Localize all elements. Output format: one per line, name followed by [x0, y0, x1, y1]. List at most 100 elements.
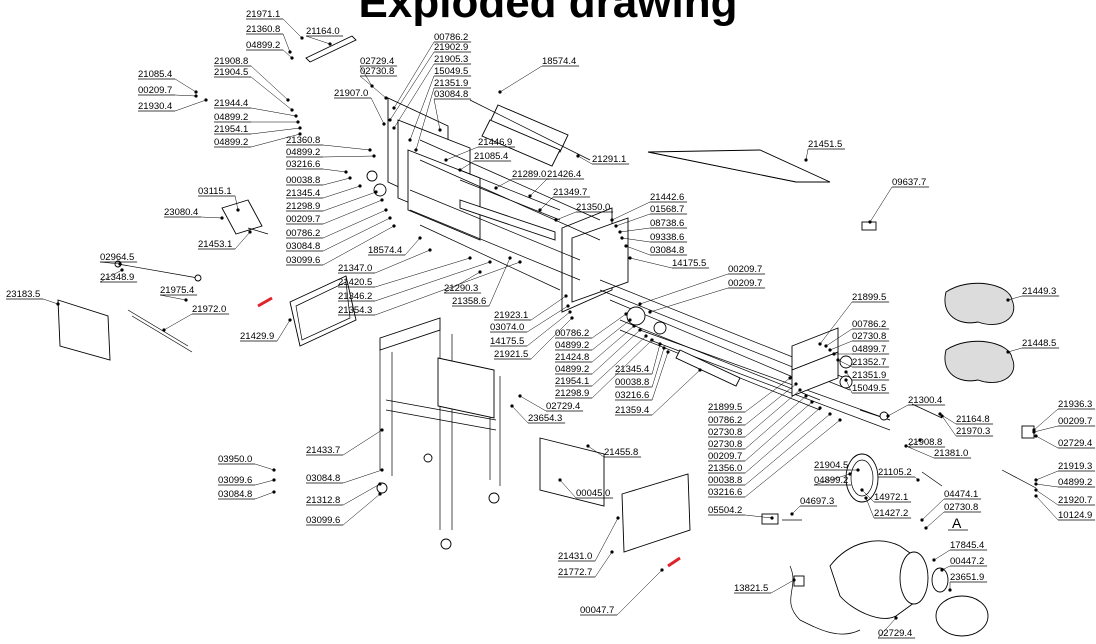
fastener: [296, 120, 300, 124]
fastener: [378, 482, 382, 486]
part-label: 14972.1: [874, 492, 908, 503]
leader-line: [555, 211, 577, 221]
leader-line: [744, 377, 791, 413]
cover-21429: [289, 275, 357, 347]
leader-line: [526, 305, 569, 333]
leader-line: [639, 273, 729, 305]
fastener: [904, 444, 908, 448]
part-label: 21289.0: [512, 169, 546, 180]
part-label: 00447.2: [950, 556, 984, 567]
fastener: [380, 198, 384, 202]
leader-line: [744, 383, 797, 426]
fastener: [804, 158, 808, 162]
part-label: 04474.1: [944, 489, 978, 500]
part-label: 04899.2: [246, 40, 280, 51]
leader-line: [342, 429, 383, 456]
fastener: [868, 220, 872, 224]
part-label: 21921.5: [494, 349, 528, 360]
fastener: [916, 478, 920, 482]
fastener: [328, 42, 332, 46]
leader-line: [375, 257, 471, 288]
leader-line: [805, 148, 809, 161]
fastener: [194, 90, 198, 94]
fastener: [628, 256, 632, 260]
leader-line: [445, 146, 479, 161]
part-label: 21354.3: [338, 305, 372, 316]
fastener: [444, 158, 448, 162]
fastener: [614, 224, 618, 228]
leader-line: [174, 78, 197, 93]
fastener: [576, 154, 580, 158]
part-label: 23080.4: [164, 207, 198, 218]
fastener: [932, 558, 936, 562]
fastener: [510, 404, 514, 408]
part-label: 21907.0: [334, 88, 368, 99]
part-label: 21451.5: [808, 139, 842, 150]
motor-assembly: [761, 513, 989, 637]
leader-line: [488, 257, 511, 307]
leader-line: [459, 160, 475, 171]
leader-line: [323, 168, 347, 173]
part-label: 21431.0: [558, 551, 592, 562]
leader-line: [837, 359, 853, 368]
part-label: 21972.0: [192, 304, 226, 315]
fastener: [384, 208, 388, 212]
part-label: 02730.8: [708, 439, 742, 450]
leader-line: [99, 269, 123, 283]
fastener: [624, 244, 628, 248]
fastener: [392, 224, 396, 228]
part-label: 21904.5: [214, 67, 248, 78]
fastener: [660, 568, 664, 572]
leader-line: [651, 343, 661, 375]
red-mark-left: [257, 296, 273, 308]
part-label: 21920.7: [1058, 495, 1092, 506]
red-mark-bottom: [667, 556, 681, 568]
part-label: 03084.8: [286, 241, 320, 252]
part-label: 21899.5: [708, 402, 742, 413]
fastener: [298, 132, 302, 136]
fastener: [1034, 434, 1038, 438]
leader-line: [526, 311, 571, 347]
leader-line: [591, 335, 647, 387]
fastener: [648, 310, 652, 314]
leader-line: [322, 225, 395, 266]
fastener: [272, 478, 276, 482]
leader-line: [587, 445, 605, 458]
part-label: 14175.5: [672, 258, 706, 269]
leader-line: [323, 177, 351, 186]
part-label: 23651.9: [950, 572, 984, 583]
leader-line: [744, 419, 841, 498]
part-label: 21971.1: [246, 9, 280, 20]
part-label: 21348.9: [100, 272, 134, 283]
fastener: [384, 96, 388, 100]
leader-line: [744, 389, 801, 438]
leader-line: [175, 94, 197, 97]
leader-line: [651, 369, 701, 416]
fastener: [1006, 298, 1010, 302]
fastener: [894, 616, 898, 620]
part-label: 00038.8: [286, 175, 320, 186]
leader-line: [539, 196, 554, 211]
leader-line: [941, 415, 957, 437]
leader-line: [591, 325, 635, 363]
part-label: 21351.9: [434, 78, 468, 89]
leader-line: [1035, 470, 1059, 481]
part-label: 21930.4: [138, 101, 172, 112]
leader-line: [625, 245, 651, 256]
fastener: [380, 428, 384, 432]
leader-line: [594, 551, 613, 578]
fastener: [290, 56, 294, 60]
part-label: 00786.2: [555, 328, 589, 339]
leader-line: [375, 261, 491, 302]
part-label: 21936.3: [1058, 399, 1092, 410]
part-label: 04899.2: [286, 147, 320, 158]
part-label: 21433.7: [306, 445, 340, 456]
part-label: 21424.8: [555, 352, 589, 363]
fastener: [818, 406, 822, 410]
cover-plate-23183: [57, 299, 111, 361]
fastener: [368, 148, 372, 152]
fastener: [518, 394, 522, 398]
leader-line: [813, 473, 851, 486]
part-label: 04697.3: [800, 496, 834, 507]
fastener: [538, 208, 542, 212]
